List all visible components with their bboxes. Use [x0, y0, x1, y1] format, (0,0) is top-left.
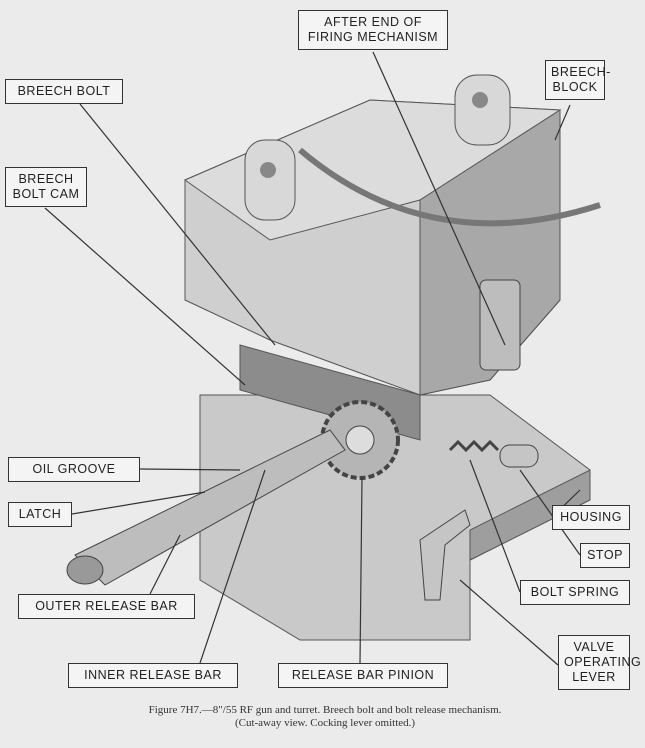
label-stop: STOP	[580, 543, 630, 568]
leader-lines	[44, 51, 581, 666]
label-breech-bolt-cam: BREECH BOLT CAM	[5, 167, 87, 207]
label-after-end-of-firing-mechanism: AFTER END OF FIRING MECHANISM	[298, 10, 448, 50]
lug-left	[244, 139, 296, 221]
figure-caption: Figure 7H7.—8"/55 RF gun and turret. Bre…	[60, 704, 590, 730]
label-bolt-spring: BOLT SPRING	[520, 580, 630, 605]
lug-right	[454, 74, 511, 146]
label-outer-release-bar: OUTER RELEASE BAR	[18, 594, 195, 619]
caption-line-2: (Cut-away view. Cocking lever omitted.)	[234, 717, 416, 729]
label-oil-groove: OIL GROOVE	[8, 457, 140, 482]
bolt-spring-shape	[448, 439, 500, 453]
valve-lever-shape	[419, 509, 471, 601]
caption-line-1: Figure 7H7.—8"/55 RF gun and turret. Bre…	[148, 704, 502, 716]
label-breech-bolt: BREECH BOLT	[5, 79, 123, 104]
label-breech-block: BREECH-BLOCK	[545, 60, 610, 100]
label-valve-operating-lever: VALVE OPERATING LEVER	[558, 635, 641, 690]
label-release-bar-pinion: RELEASE BAR PINION	[278, 663, 448, 688]
label-housing: HOUSING	[552, 505, 630, 530]
label-latch: LATCH	[8, 502, 72, 527]
label-inner-release-bar: INNER RELEASE BAR	[68, 663, 238, 688]
